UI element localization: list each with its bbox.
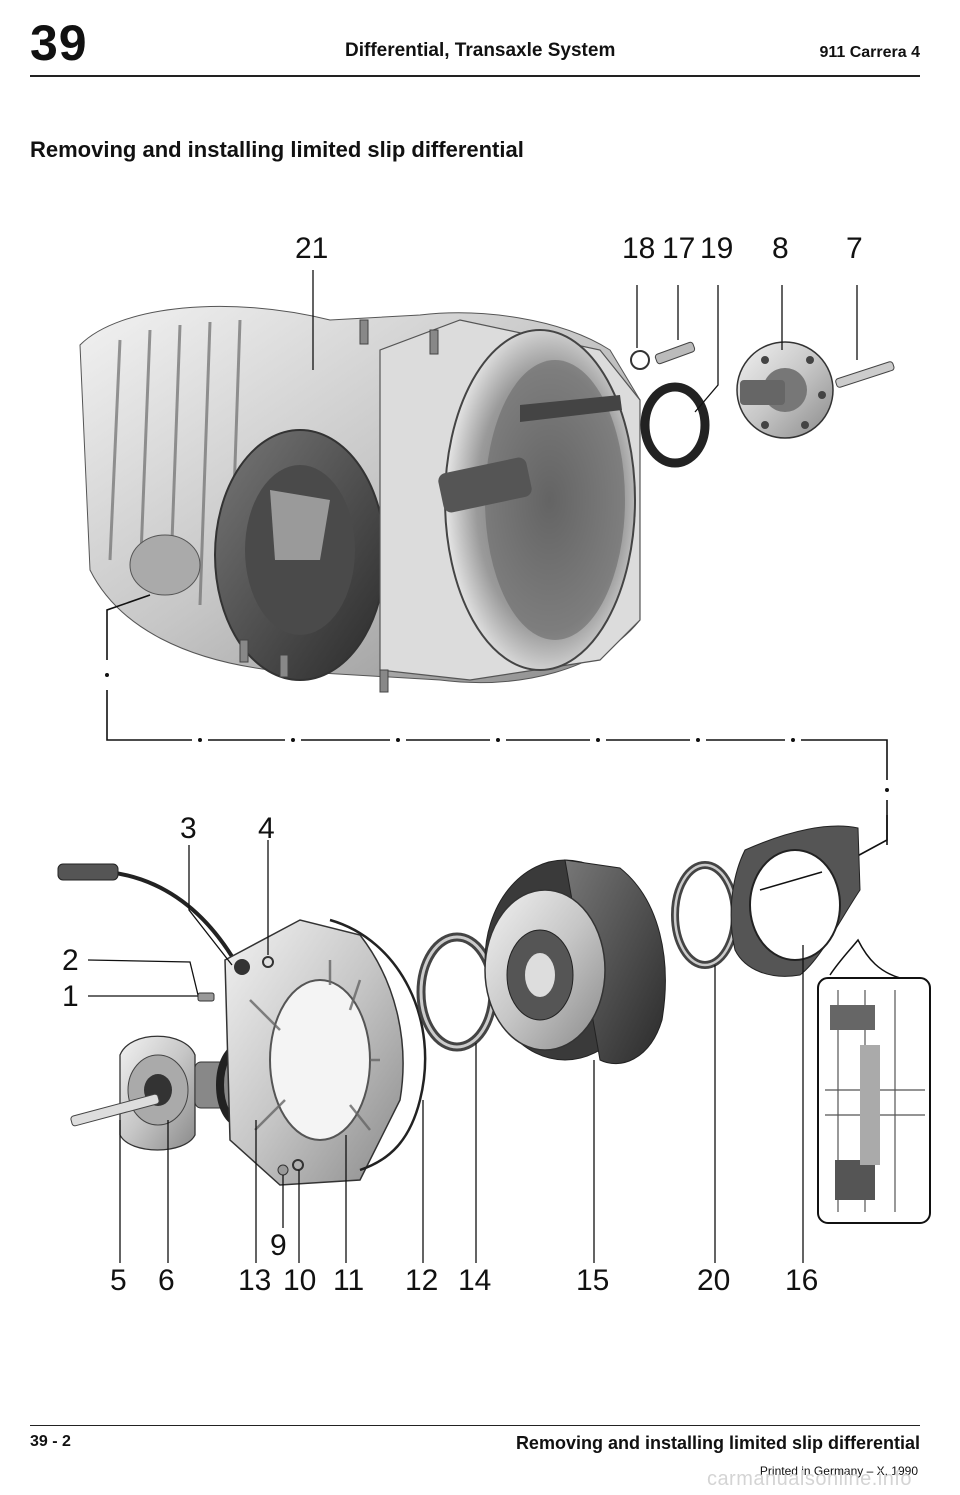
watermark: carmanualsonline.info: [706, 1468, 912, 1490]
transaxle-housing-illustration: [79, 305, 641, 693]
header-model: 911 Carrera 4: [819, 44, 920, 61]
callout-11: 11: [333, 1264, 364, 1297]
callout-20: 20: [697, 1264, 730, 1297]
callout-19: 19: [700, 232, 733, 265]
dash-dots: [105, 673, 889, 792]
header-title: Differential, Transaxle System: [345, 40, 616, 61]
callout-9: 9: [270, 1229, 287, 1262]
upper-leader-lines: [312, 270, 858, 413]
callout-8: 8: [772, 232, 789, 265]
callout-15: 15: [576, 1264, 609, 1297]
callout-12: 12: [405, 1264, 438, 1297]
callout-16: 16: [785, 1264, 818, 1297]
page-title: Removing and installing limited slip dif…: [30, 137, 524, 162]
callout-5: 5: [110, 1264, 127, 1297]
footer-page-number: 39 - 2: [30, 1433, 71, 1450]
callout-17: 17: [662, 232, 695, 265]
callout-3: 3: [180, 812, 197, 845]
upper-small-parts: [630, 341, 895, 468]
footer-printed: Printed in Germany – X, 1990: [759, 1464, 918, 1478]
callout-4: 4: [258, 812, 275, 845]
callout-13: 13: [238, 1264, 271, 1297]
callout-10: 10: [283, 1264, 316, 1297]
callout-labels: 21 18 17 19 8 7 3 4 2 1 9 5 6 13 10 11 1…: [62, 232, 863, 1297]
footer-title: Removing and installing limited slip dif…: [515, 1433, 920, 1453]
callout-18: 18: [622, 232, 655, 265]
header-rule: [30, 75, 920, 77]
callout-2: 2: [62, 944, 79, 977]
lower-leader-lines: [87, 840, 804, 1263]
callout-6: 6: [158, 1264, 175, 1297]
exploded-view-figure: 21 18 17 19 8 7 3 4 2 1 9 5 6 13 10 11 1…: [57, 232, 931, 1297]
callout-7: 7: [846, 232, 863, 265]
lower-assembly-illustration: [57, 825, 931, 1224]
section-number: 39: [30, 15, 88, 71]
callout-14: 14: [458, 1264, 491, 1297]
footer-rule: [30, 1425, 920, 1426]
callout-21: 21: [295, 232, 328, 265]
callout-1: 1: [62, 980, 79, 1013]
